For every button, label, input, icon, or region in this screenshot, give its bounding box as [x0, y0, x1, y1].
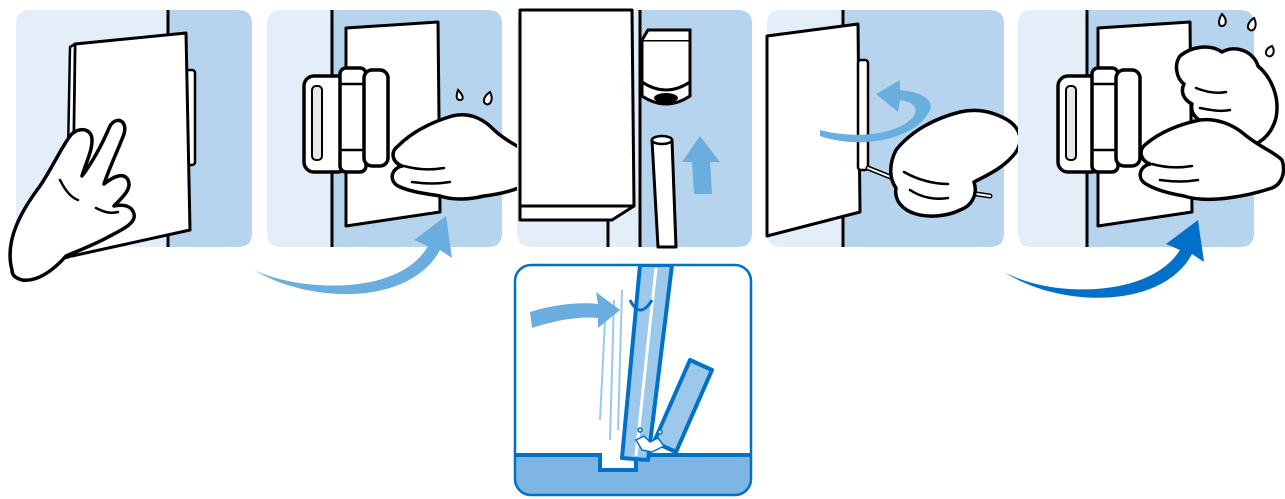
step-3-panel	[517, 10, 752, 247]
step-4-panel	[767, 10, 1020, 247]
door-frame-icon	[520, 10, 634, 247]
post-icon	[652, 136, 676, 247]
step-2-panel	[254, 10, 538, 294]
hinge-icon	[1058, 68, 1140, 172]
step-5-panel	[1004, 10, 1284, 298]
socket-icon	[642, 30, 690, 104]
detail-inset-panel	[515, 265, 751, 499]
step-1-panel	[10, 10, 252, 280]
hinge-icon	[304, 68, 388, 172]
